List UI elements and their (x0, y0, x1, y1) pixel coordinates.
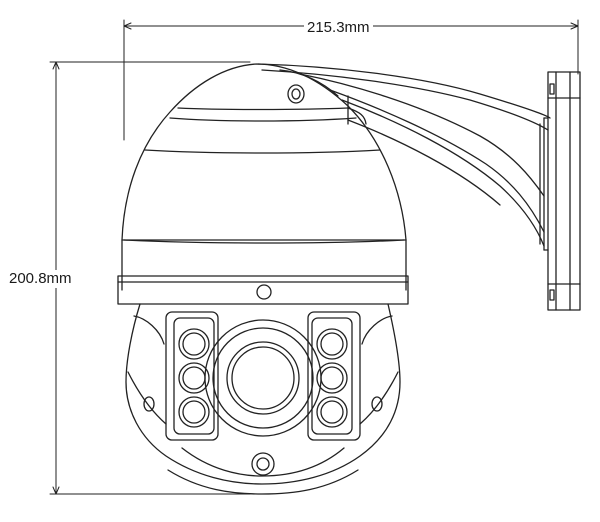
width-dimension-label: 215.3mm (304, 19, 373, 37)
height-dimension-label: 200.8mm (8, 270, 73, 288)
ir-led-panel-right (307, 311, 361, 441)
width-dimension-line (123, 19, 579, 141)
camera-lens (204, 319, 322, 437)
camera-head (125, 303, 401, 495)
mount-plate (539, 71, 581, 311)
ir-led-panel-left (165, 311, 219, 441)
height-dimension-line (49, 61, 251, 495)
dome-housing (117, 63, 409, 305)
